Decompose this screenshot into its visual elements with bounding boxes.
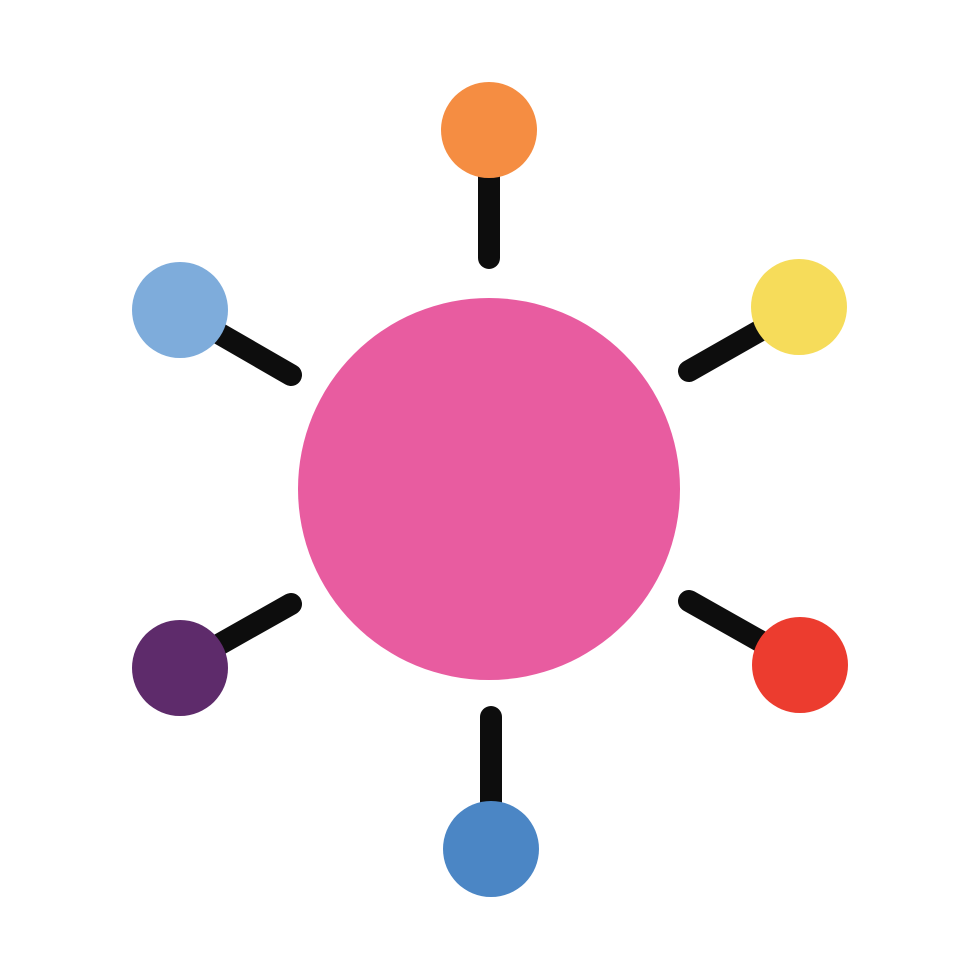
connector-node-upper-right	[678, 315, 779, 382]
node-bottom-circle	[443, 801, 539, 897]
node-upper-left-circle	[132, 262, 228, 358]
node-lower-right-circle	[752, 617, 848, 713]
node-upper-right-circle	[751, 259, 847, 355]
connector-node-lower-right	[678, 590, 778, 656]
node-lower-left-circle	[132, 620, 228, 716]
connector-node-lower-left	[202, 593, 302, 659]
node-top-circle	[441, 82, 537, 178]
connector-node-upper-left	[202, 319, 302, 386]
central-hub-circle	[298, 298, 680, 680]
connector-lines	[202, 159, 779, 815]
satellite-nodes	[132, 82, 848, 897]
